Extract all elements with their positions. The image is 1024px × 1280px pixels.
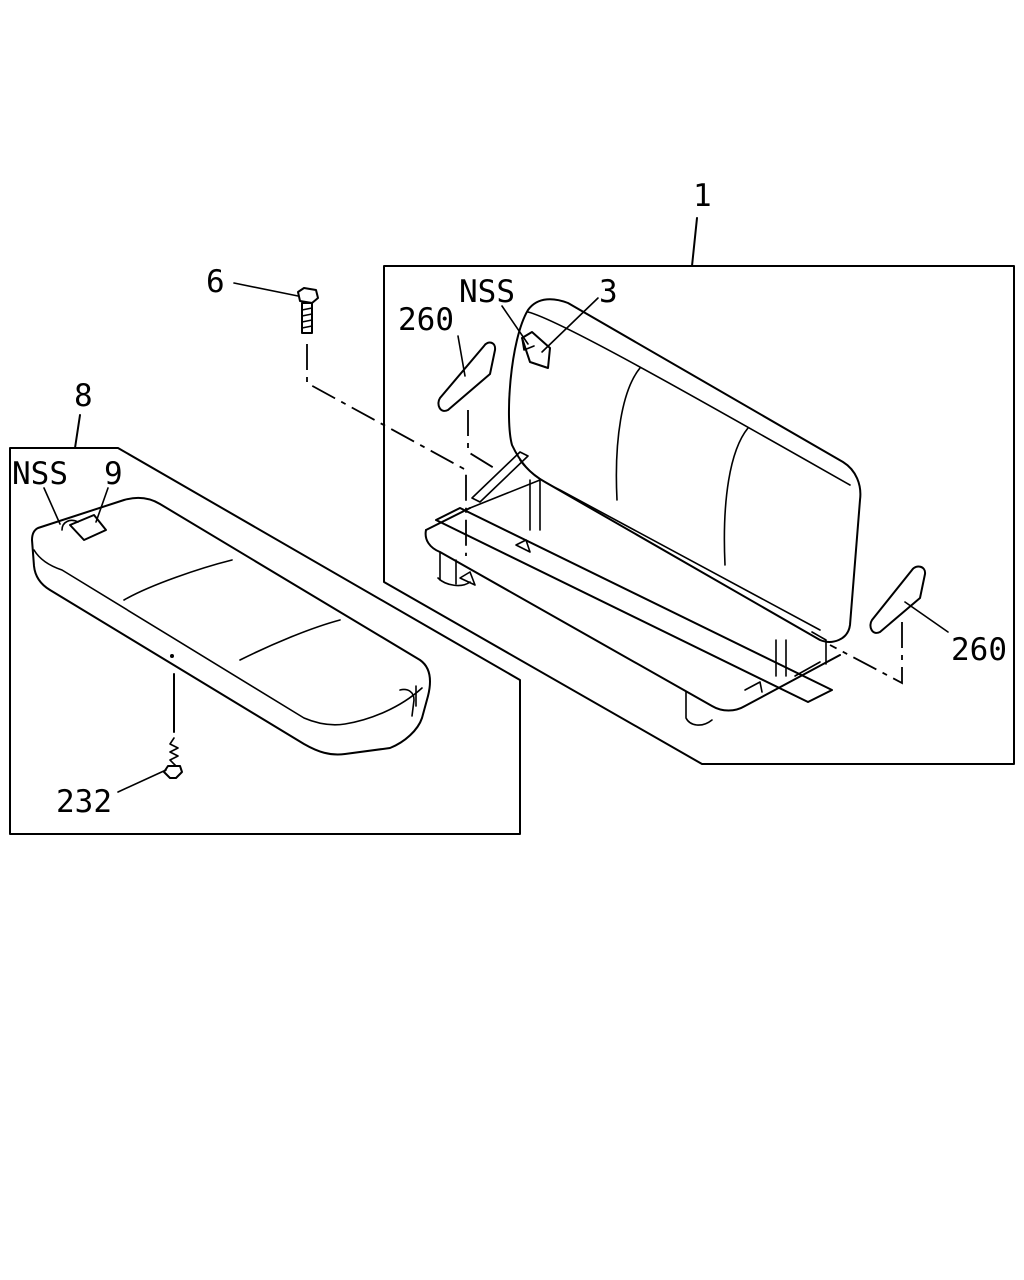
cushion-box [9,414,521,835]
label-bolt: 6 [206,264,225,300]
back-clip [521,331,551,369]
label-nss-back: NSS [459,274,515,310]
label-clip-back: 3 [599,274,618,310]
label-cushion: 8 [74,378,93,414]
label-cover-left: 260 [398,302,454,338]
screw [163,673,183,779]
right-side-cover [869,565,927,634]
label-cover-right: 260 [951,632,1007,668]
seat-back-drawing [424,298,862,726]
alignment-lines [306,344,903,685]
left-side-cover [437,341,497,412]
label-clip-cushion: 9 [104,456,123,492]
bolt [297,287,319,334]
leader-lines [43,282,949,793]
label-screw: 232 [56,784,112,820]
label-seat-assembly: 1 [693,178,712,214]
label-nss-cushion: NSS [12,456,68,492]
seat-cushion-drawing [31,496,431,756]
seat-assembly-box [383,217,1015,765]
